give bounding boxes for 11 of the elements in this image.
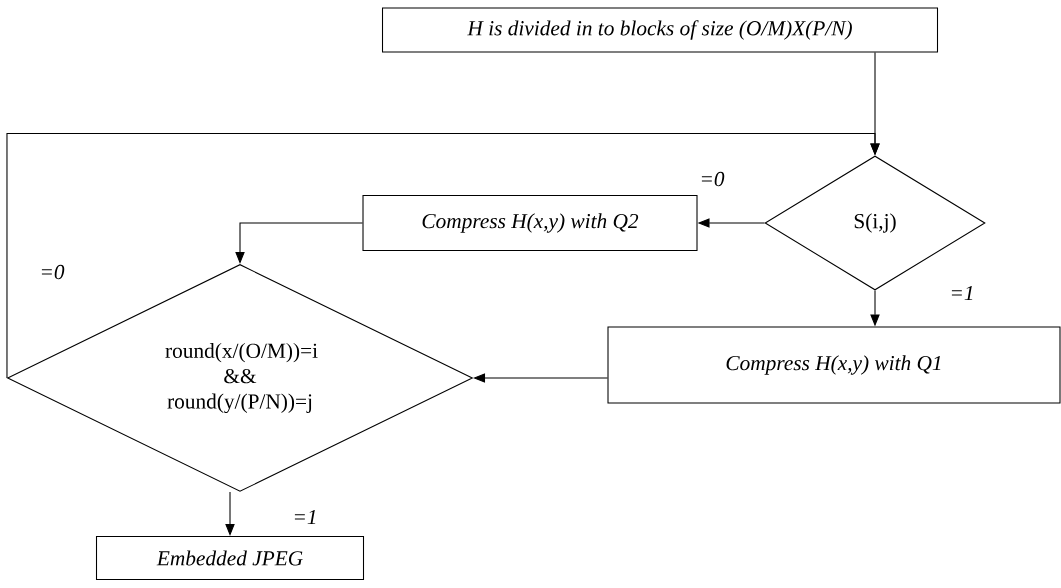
edge-label: =0 — [698, 170, 726, 188]
process-box: Compress H(x,y) with Q2 — [362, 194, 698, 252]
arrow — [225, 491, 235, 536]
process-box: H is divided in to blocks of size (O/M)X(P/N) — [381, 7, 939, 53]
edge-label: =0 — [38, 263, 66, 281]
arrow — [6, 132, 880, 379]
process-box: Embedded JPEG — [95, 535, 365, 581]
arrow — [473, 373, 608, 383]
process-box: Compress H(x,y) with Q1 — [607, 326, 1061, 404]
edge-label: =1 — [291, 508, 319, 526]
arrow — [235, 222, 363, 264]
